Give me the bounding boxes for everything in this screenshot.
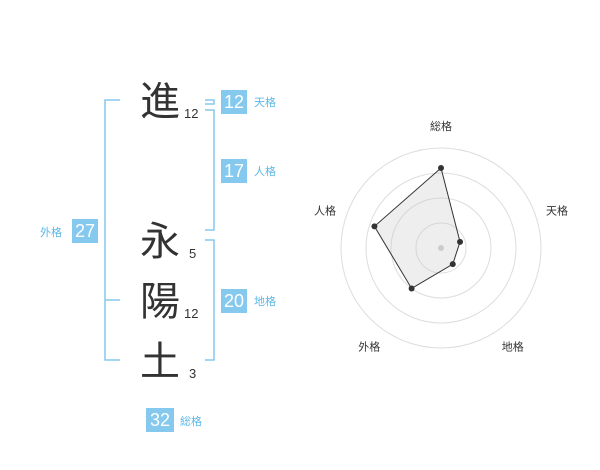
radar-axis-label: 総格 [430,119,452,133]
radar-center-dot [438,245,444,251]
stroke-count-2: 5 [189,246,197,261]
radar-series-area [373,167,461,290]
radar-axis-label: 天格 [546,203,568,217]
chikaku-value: 20 [221,289,247,313]
soukaku-value: 32 [146,408,174,432]
radar-point-1 [438,165,444,171]
stroke-count-4: 3 [189,366,197,381]
radar-point-5 [371,223,378,230]
radar-axis-label: 外格 [358,340,380,354]
gaikaku-value: 27 [72,219,98,243]
jinkaku-label: 人格 [254,165,276,178]
radar-point-3 [449,261,456,268]
chikaku-label: 地格 [254,295,276,308]
tenkaku-value: 12 [221,90,247,114]
radar-axis-label: 人格 [314,203,336,217]
radar-grid-ring [390,197,492,299]
name-char-1: 進 [140,79,180,125]
name-char-2: 永 [140,219,180,265]
tenkaku-label: 天格 [254,96,276,109]
jinkaku-value: 17 [221,159,247,183]
name-char-3: 陽 [140,279,180,325]
radar-grid-ring [340,147,542,349]
radar-point-2 [457,238,464,245]
stroke-count-1: 12 [184,106,199,121]
name-char-4: 土 [140,339,180,385]
radar-point-4 [408,285,415,292]
soukaku-label: 総格 [180,415,202,428]
radar-axis-label: 地格 [502,340,524,354]
stroke-count-3: 12 [184,306,199,321]
radar-grid-ring [415,222,467,274]
gaikaku-label: 外格 [40,226,62,239]
radar-grid-ring [365,172,517,324]
